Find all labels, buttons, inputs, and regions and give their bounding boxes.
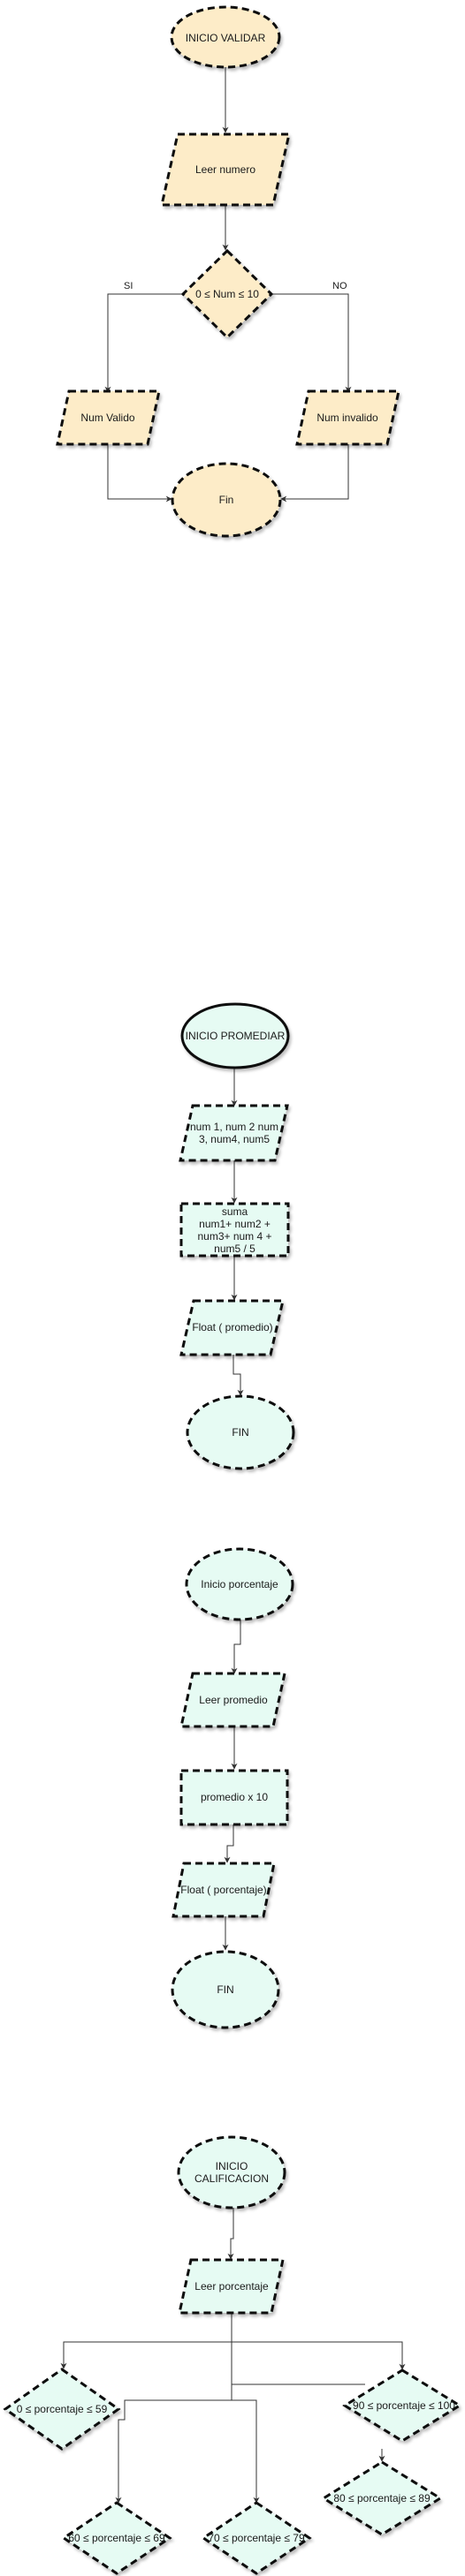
node-input-nums-label: num 1, num 2 num 3, num4, num5	[190, 1121, 278, 1145]
edge-leer-d2	[115, 2342, 232, 2504]
edge-label-si: SI	[124, 281, 133, 291]
node-fin-porcentaje[interactable]	[171, 1950, 280, 2029]
node-inicio-calificacion-label: INICIO CALIFICACION	[194, 2160, 269, 2185]
node-decision-80-89-label: 80 ≤ porcentaje ≤ 89	[333, 2492, 430, 2504]
node-decision-80-89[interactable]	[321, 2460, 443, 2536]
node-leer-numero[interactable]	[160, 132, 291, 207]
node-fin-label: Fin	[219, 494, 234, 506]
edge-output-fin	[232, 1355, 244, 1396]
node-leer-promedio-label: Leer promedio	[199, 1694, 267, 1706]
node-output-porcentaje[interactable]	[172, 1862, 276, 1918]
node-leer-numero-label: Leer numero	[195, 163, 255, 176]
node-output-porcentaje-label: Float ( porcentaje)	[180, 1884, 266, 1896]
edge-leer-d1	[60, 2313, 232, 2369]
diagram-promediar: INICIO PROMEDIAR num 1, num 2 num 3, num…	[179, 1002, 295, 1470]
node-inicio-porcentaje-label: Inicio porcentaje	[201, 1578, 278, 1590]
node-inicio-porcentaje[interactable]	[185, 1547, 294, 1621]
node-output-promedio[interactable]	[179, 1299, 285, 1356]
node-fin-promediar[interactable]	[186, 1394, 295, 1470]
node-num-valido-label: Num Valido	[80, 412, 134, 424]
node-leer-porcentaje[interactable]	[178, 2258, 285, 2315]
edge-decision-no	[270, 293, 352, 393]
node-leer-promedio[interactable]	[179, 1672, 286, 1728]
node-decision-0-59-label: 0 ≤ porcentaje ≤ 59	[17, 2403, 108, 2415]
node-inicio-calificacion[interactable]	[177, 2135, 286, 2210]
edge-decision-si	[104, 293, 183, 393]
node-num-invalido-label: Num invalido	[316, 412, 377, 424]
node-inicio-promediar-label: INICIO PROMEDIAR	[186, 1030, 286, 1042]
node-promedio-x10-label: promedio x 10	[201, 1791, 268, 1803]
node-decision-60-69[interactable]	[61, 2501, 172, 2575]
edge-valido-fin	[107, 444, 172, 502]
node-inicio-validar-label: INICIO VALIDAR	[186, 32, 265, 44]
node-decision-rango[interactable]	[180, 248, 274, 340]
node-decision-70-79-label: 70 ≤ porcentaje ≤ 79	[208, 2532, 304, 2544]
node-decision-70-79[interactable]	[201, 2501, 312, 2575]
node-input-nums[interactable]	[179, 1104, 289, 1162]
node-inicio-validar[interactable]	[170, 5, 281, 69]
edge-leer-d3	[232, 2399, 260, 2504]
node-decision-90-100[interactable]	[342, 2368, 462, 2443]
node-decision-rango-label: 0 ≤ Num ≤ 10	[195, 288, 259, 300]
node-inicio-promediar[interactable]	[180, 1002, 290, 1069]
node-fin[interactable]	[171, 462, 282, 538]
diagram-validar: SI NO INICIO VALIDAR Leer numero 0 ≤ Num…	[56, 5, 400, 538]
edge-invalido-fin	[280, 444, 349, 502]
node-fin-porcentaje-label: FIN	[217, 1983, 233, 1996]
node-suma-label: suma num1+ num2 + num3+ num 4 + num5 / 5	[197, 1205, 271, 1255]
node-output-promedio-label: Float ( promedio)	[192, 1321, 272, 1333]
edge-label-no: NO	[332, 281, 347, 291]
node-fin-promediar-label: FIN	[232, 1426, 248, 1439]
edge-inicio-leer-porcentaje	[227, 2208, 234, 2260]
edge-inicio-leer-promedio	[231, 1620, 241, 1674]
node-num-valido[interactable]	[56, 389, 161, 446]
node-num-invalido[interactable]	[295, 389, 400, 446]
node-promedio-x10[interactable]	[179, 1769, 289, 1826]
edge-proc-output	[224, 1824, 234, 1863]
node-suma[interactable]	[179, 1202, 290, 1258]
diagram-porcentaje: Inicio porcentaje Leer promedio promedio…	[171, 1547, 294, 2029]
node-decision-0-59[interactable]	[3, 2368, 121, 2451]
edge-leer-d5	[232, 2341, 406, 2370]
diagram-calificacion: INICIO CALIFICACION Leer porcentaje 0 ≤ …	[3, 2135, 462, 2575]
node-leer-porcentaje-label: Leer porcentaje	[194, 2280, 268, 2293]
node-decision-90-100-label: 90 ≤ porcentaje ≤ 100	[353, 2399, 455, 2412]
node-decision-60-69-label: 60 ≤ porcentaje ≤ 69	[68, 2532, 164, 2544]
